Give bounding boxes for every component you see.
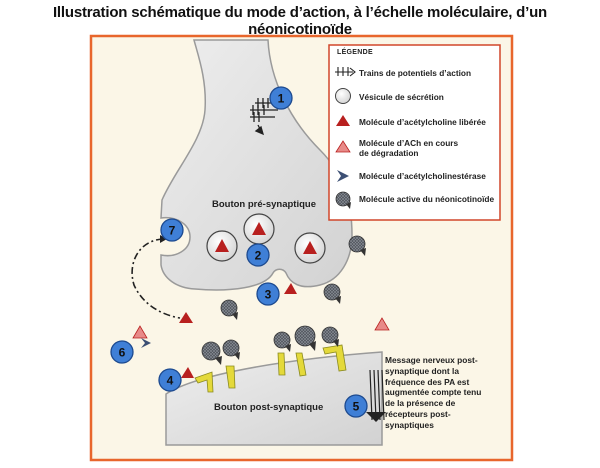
svg-text:7: 7 [169,224,176,238]
acetylcholine-molecule [181,367,194,378]
action-potential-train-icon [335,67,356,77]
recycling-arrow [131,235,181,319]
marker-5: 5 [344,394,368,418]
acetylcholine-molecule-icon [336,115,350,126]
receptor [194,371,214,393]
neonicotinoid-molecules [220,235,366,320]
svg-text:4: 4 [167,374,174,388]
svg-text:1: 1 [278,92,285,106]
receptor [295,352,307,377]
marker-1: 1 [269,86,293,110]
marker-4: 4 [158,368,182,392]
acetylcholine-molecule [215,239,229,252]
receptors [194,344,347,393]
marker-3: 3 [256,282,280,306]
degrading-ach-molecule [132,325,148,339]
legend-frame [328,44,501,221]
acetylcholinesterase-icon [337,170,349,182]
receptor [225,365,236,389]
postsynaptic-label: Bouton post-synaptique [214,402,324,413]
legend-title: LÉGENDE [337,49,373,56]
postsynaptic-message-note: Message nerveux post-synaptique dont la … [385,355,482,430]
svg-text:2: 2 [255,249,262,263]
svg-text:3: 3 [265,288,272,302]
bound-neonicotinoids [201,325,339,365]
svg-text:5: 5 [353,400,360,414]
postsynaptic-action-potentials [366,369,386,422]
secretion-vesicle-icon [335,88,351,104]
acetylcholine-molecule [179,312,193,323]
vesicles-group [206,213,326,264]
receptor [322,344,347,372]
acetylcholine-molecule [252,222,266,235]
svg-text:6: 6 [119,346,126,360]
marker-7: 7 [160,218,184,242]
legend-label-action-potentials: Trains de potentiels d’action [359,68,472,78]
neonicotinoid-molecule-icon [335,191,351,209]
presynaptic-label: Bouton pré-synaptique [212,199,316,210]
legend-label-neonicotinoid: Molécule active du néonicotinoïde [359,194,495,204]
legend-label-acetylcholinesterase: Molécule d’acétylcholinestérase [359,171,486,181]
degrading-ach-molecule [374,317,390,331]
acetylcholine-molecule [284,283,297,294]
diagram-title: Illustration schématique du mode d’actio… [52,4,548,38]
action-potential-train [250,98,280,136]
acetylcholine-molecule [303,241,317,254]
legend-label-acetylcholine: Molécule d’acétylcholine libérée [359,117,486,127]
marker-6: 6 [110,340,134,364]
degrading-ach-molecule-icon [335,140,351,153]
legend-label-vesicle: Vésicule de sécrétion [359,92,444,102]
marker-2: 2 [246,243,270,267]
acetylcholinesterase [141,338,151,348]
legend-label-degrading-ach: Molécule d’ACh en cours de dégradation [359,138,459,158]
receptor [277,352,286,376]
